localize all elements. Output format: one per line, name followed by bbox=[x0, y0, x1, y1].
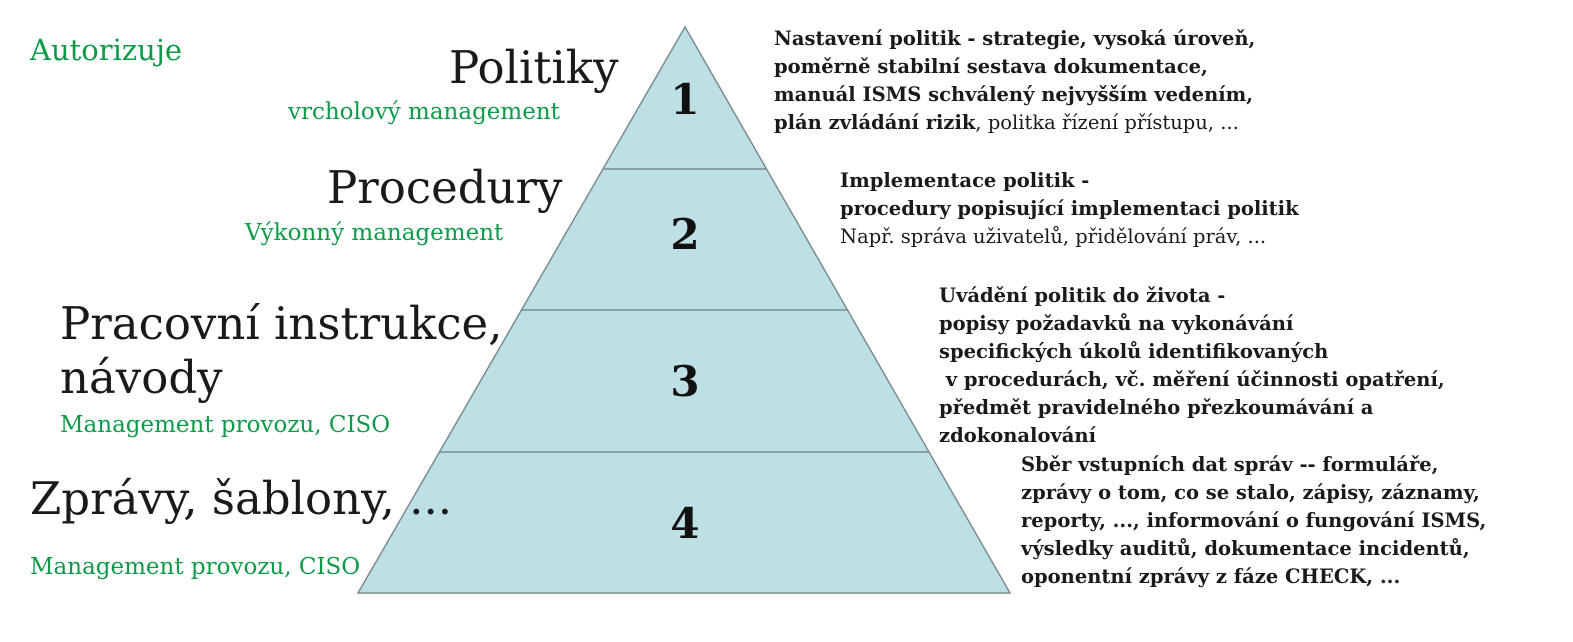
level-number-1: 1 bbox=[670, 75, 699, 124]
level-number-4: 4 bbox=[670, 499, 699, 548]
level-description-3: Uvádění politik do života - popisy požad… bbox=[939, 282, 1445, 450]
level-subtitle-operations-management-2: Management provozu, CISO bbox=[30, 554, 361, 580]
level-title-line: Pracovní instrukce, bbox=[60, 297, 503, 350]
desc-line: specifických úkolů identifikovaných bbox=[939, 340, 1329, 363]
desc-line: plán zvládání rizik bbox=[774, 111, 976, 134]
level-description-4: Sběr vstupních dat správ -- formuláře, z… bbox=[1021, 451, 1486, 591]
desc-line: Nastavení politik - strategie, vysoká úr… bbox=[774, 27, 1256, 50]
level-title-work-instructions: Pracovní instrukce, návody bbox=[60, 297, 502, 405]
level-title-procedures: Procedury bbox=[327, 161, 563, 214]
level-subtitle-executive-management: Výkonný management bbox=[245, 220, 504, 246]
desc-line: Uvádění politik do života - bbox=[939, 284, 1226, 307]
level-title-line: návody bbox=[60, 351, 223, 404]
level-description-2: Implementace politik - procedury popisuj… bbox=[840, 167, 1299, 251]
level-subtitle-top-management: vrcholový management bbox=[288, 99, 560, 125]
authorizes-label: Autorizuje bbox=[30, 33, 182, 67]
desc-line: předmět pravidelného přezkoumávání a bbox=[939, 396, 1374, 419]
desc-line: výsledky auditů, dokumentace incidentů, bbox=[1021, 537, 1470, 560]
desc-line: zprávy o tom, co se stalo, zápisy, zázna… bbox=[1021, 481, 1480, 504]
level-title-policies: Politiky bbox=[449, 41, 619, 94]
desc-line: procedury popisující implementaci politi… bbox=[840, 197, 1299, 220]
level-description-1: Nastavení politik - strategie, vysoká úr… bbox=[774, 25, 1255, 137]
desc-line: poměrně stabilní sestava dokumentace, bbox=[774, 55, 1208, 78]
desc-line: manuál ISMS schválený nejvyšším vedením, bbox=[774, 83, 1254, 106]
level-number-3: 3 bbox=[670, 357, 699, 406]
desc-line: oponentní zprávy z fáze CHECK, ... bbox=[1021, 565, 1401, 588]
desc-line: popisy požadavků na vykonávání bbox=[939, 312, 1294, 335]
level-title-reports-templates: Zprávy, šablony, ... bbox=[30, 472, 453, 525]
desc-line-plain: Např. správa uživatelů, přidělování práv… bbox=[840, 225, 1267, 248]
level-subtitle-operations-management: Management provozu, CISO bbox=[60, 412, 391, 438]
level-number-2: 2 bbox=[670, 210, 699, 259]
desc-line: v procedurách, vč. měření účinnosti opat… bbox=[939, 368, 1445, 391]
desc-line: Implementace politik - bbox=[840, 169, 1090, 192]
desc-line: Sběr vstupních dat správ -- formuláře, bbox=[1021, 453, 1439, 476]
desc-line: zdokonalování bbox=[939, 424, 1097, 447]
desc-line: reporty, ..., informování o fungování IS… bbox=[1021, 509, 1487, 532]
desc-line-plain: , politka řízení přístupu, ... bbox=[975, 111, 1239, 134]
